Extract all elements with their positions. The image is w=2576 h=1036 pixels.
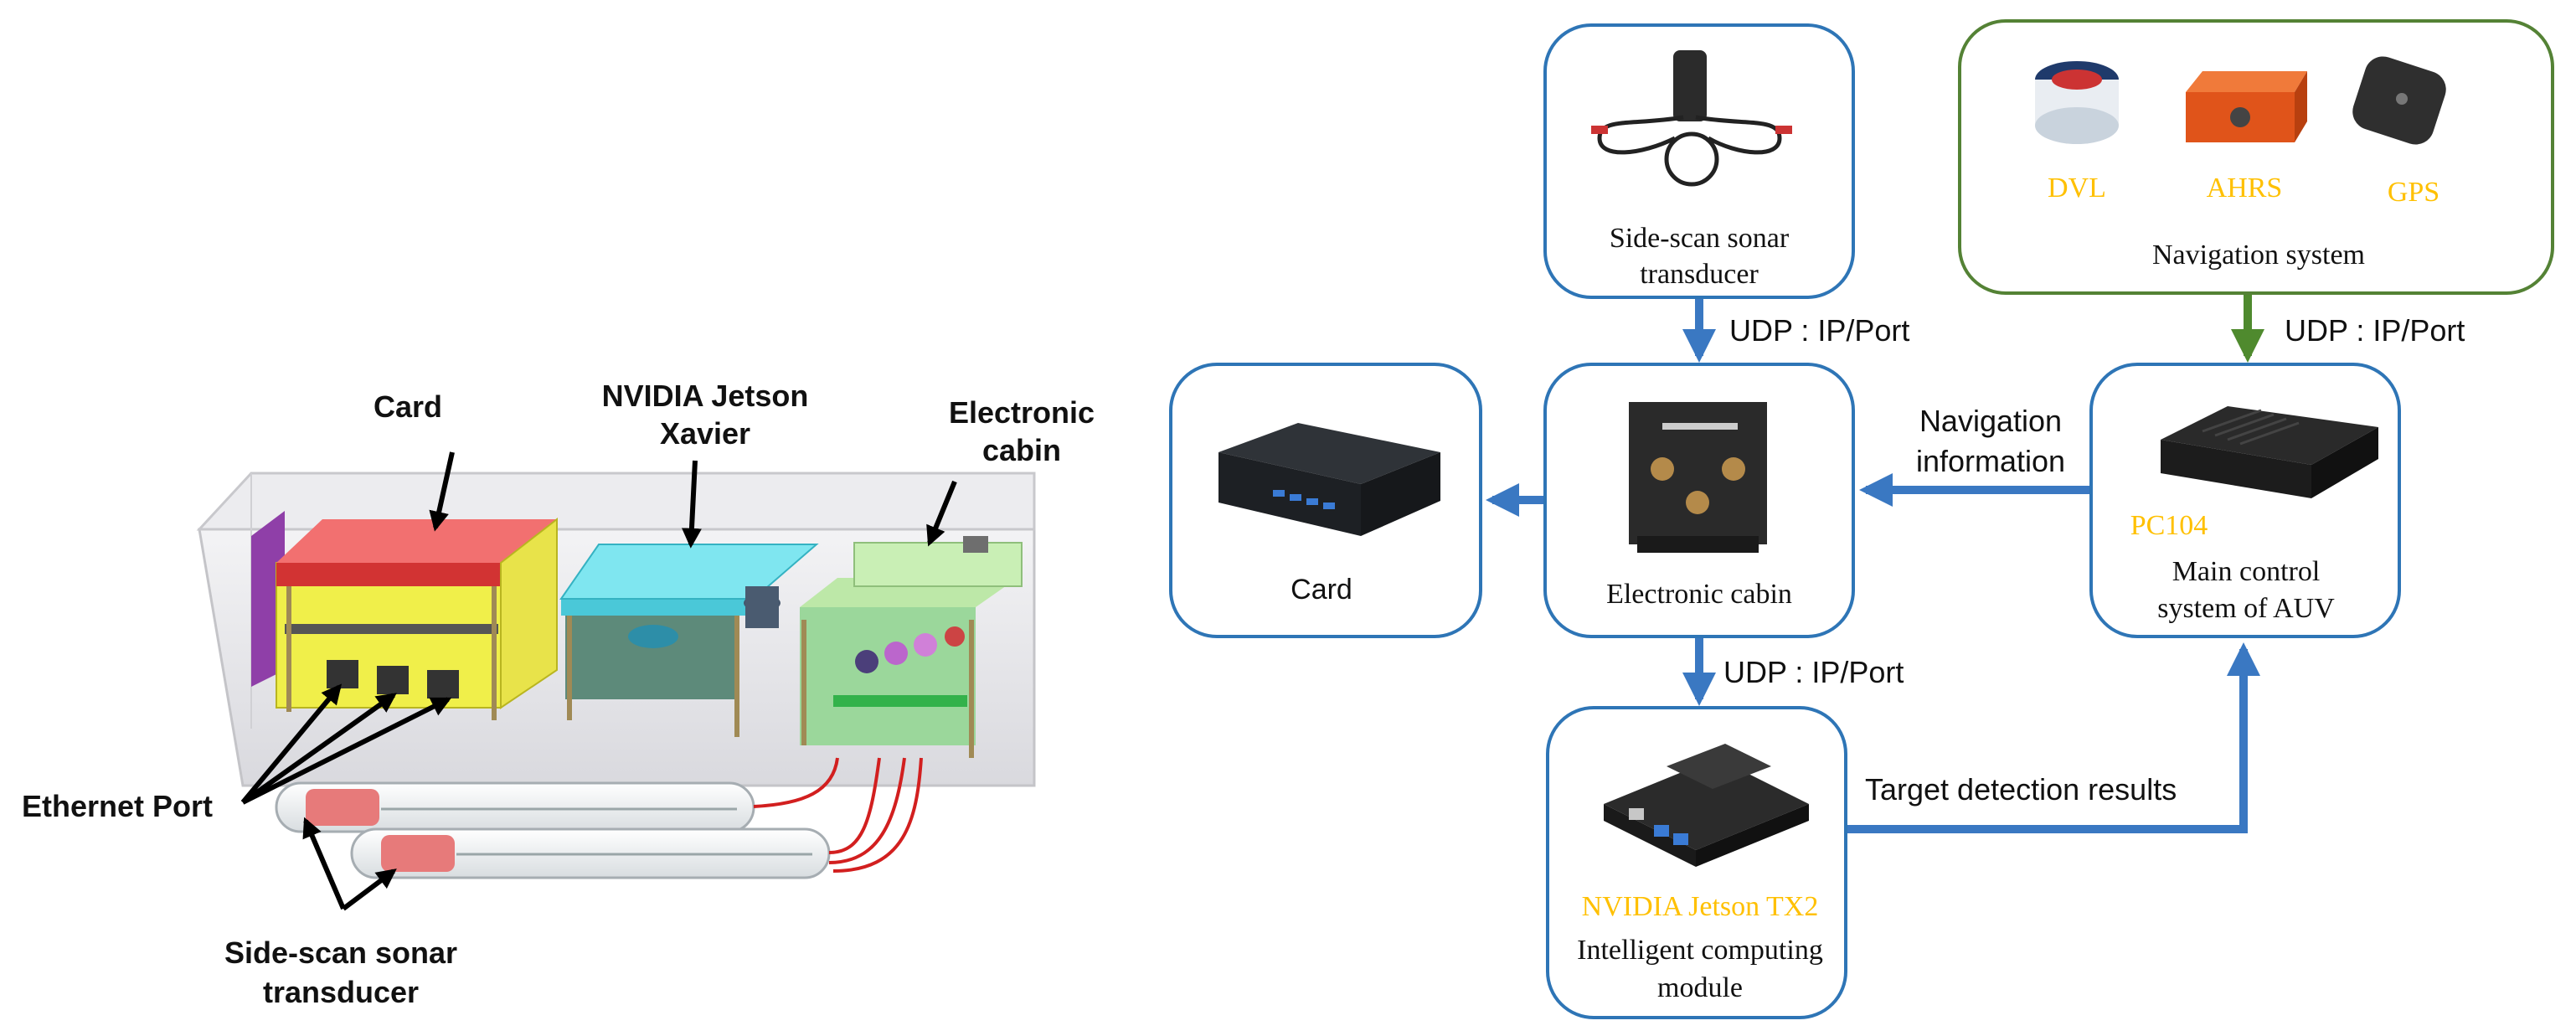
sonar-tube-2 (350, 827, 831, 879)
label-card: Card (374, 389, 442, 424)
edge-label-navigation-line2: information (1916, 444, 2065, 478)
pc104-computer-icon (2161, 406, 2378, 498)
label-jetson-xavier-line1: NVIDIA Jetson (602, 379, 809, 413)
gps-label: GPS (2388, 177, 2439, 208)
main-control-label-line1: Main control (2172, 556, 2321, 587)
edge-label-navigation-line1: Navigation (1919, 404, 2062, 438)
electronic-cabin-stack (800, 536, 1023, 758)
callout-arrows (240, 451, 957, 911)
edge-label-nav-udp: UDP : IP/Port (2285, 313, 2465, 348)
jetson-tx2-board-icon (1604, 744, 1809, 867)
jetson-tx2-label: NVIDIA Jetson TX2 (1582, 891, 1819, 922)
label-side-scan-sonar-line1: Side-scan sonar (224, 935, 457, 970)
label-side-scan-sonar-line2: transducer (263, 975, 419, 1009)
main-control-label-line2: system of AUV (2157, 593, 2335, 624)
electronic-cabin-node-label: Electronic cabin (1606, 579, 1792, 610)
ahrs-icon (2186, 71, 2307, 142)
dvl-label: DVL (2048, 173, 2106, 204)
ethernet-port-2 (377, 666, 409, 694)
navigation-system-node: DVL AHRS GPS Navigation system (1958, 19, 2554, 295)
pc104-label: PC104 (2130, 510, 2208, 541)
edge-label-target-detection: Target detection results (1865, 772, 2177, 807)
dvl-icon (2035, 61, 2119, 144)
card-node-label: Card (1291, 574, 1352, 606)
card-node: Card (1169, 363, 1482, 638)
sonar-node-label-line1: Side-scan sonar (1610, 223, 1790, 254)
block-diagram: Side-scan sonar transducer DVL AHRS (1169, 19, 2554, 1019)
electronic-cabin-node: Electronic cabin (1543, 363, 1855, 638)
ahrs-label: AHRS (2207, 173, 2283, 204)
sonar-node-label-line2: transducer (1640, 259, 1759, 290)
label-jetson-xavier-line2: Xavier (660, 416, 750, 451)
arrow-ics-to-main (1847, 642, 2260, 833)
edge-label-sonar-udp: UDP : IP/Port (1729, 313, 1909, 348)
intelligent-computing-node: NVIDIA Jetson TX2 Intelligent computing … (1546, 706, 1847, 1019)
ethernet-port-1 (327, 660, 358, 688)
mini-pc-icon (1218, 423, 1440, 536)
sonar-node: Side-scan sonar transducer (1543, 23, 1855, 299)
navigation-system-label: Navigation system (2152, 240, 2365, 271)
sonar-cables (753, 757, 923, 873)
ethernet-port-3 (427, 670, 459, 698)
intelligent-computing-label-line1: Intelligent computing (1577, 935, 1823, 966)
card-board-stack (251, 511, 558, 720)
sonar-tube-1 (275, 781, 755, 833)
sonar-transducer-icon (1591, 50, 1792, 187)
gps-icon (2352, 56, 2446, 145)
label-electronic-cabin-line1: Electronic (949, 395, 1095, 430)
hardware-illustration: Card NVIDIA Jetson Xavier Electronic cab… (22, 379, 1095, 1009)
edge-label-ics-udp: UDP : IP/Port (1723, 655, 1904, 689)
jetson-xavier-stack (559, 544, 819, 737)
label-electronic-cabin-line2: cabin (982, 433, 1061, 467)
intelligent-computing-label-line2: module (1657, 972, 1743, 1003)
label-ethernet-port: Ethernet Port (22, 789, 213, 823)
cabin-enclosure-icon (1629, 402, 1767, 553)
main-control-node: PC104 Main control system of AUV (2089, 363, 2401, 638)
